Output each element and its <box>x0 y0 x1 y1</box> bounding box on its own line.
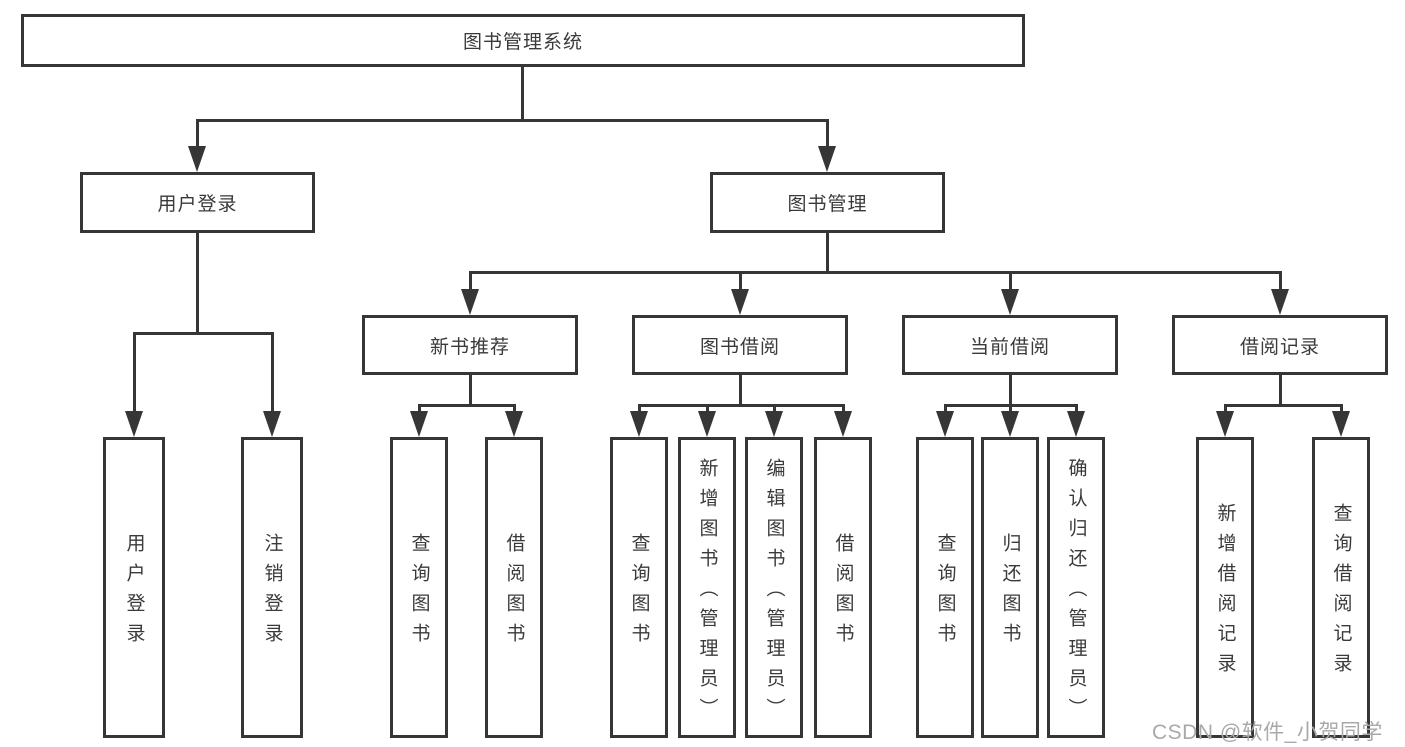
arrow-down-icon <box>1216 411 1234 437</box>
arrow-down-icon <box>461 289 479 315</box>
connector-line <box>469 271 472 291</box>
connector-line <box>739 271 742 291</box>
node-label: 当前借阅 <box>969 336 1050 358</box>
node-label: 用户登录 <box>123 533 145 653</box>
connector-line <box>196 119 199 150</box>
connector-line <box>826 119 829 150</box>
leaf-search-books-2: 查询图书 <box>610 437 668 738</box>
connector-line <box>469 375 472 407</box>
node-label: 查询图书 <box>408 533 430 653</box>
arrow-down-icon <box>731 289 749 315</box>
node-label: 查询借阅记录 <box>1330 503 1352 683</box>
node-borrow-records: 借阅记录 <box>1172 315 1388 375</box>
connector-line <box>1009 375 1012 407</box>
leaf-edit-books-admin: 编辑图书（管理员） <box>745 437 803 738</box>
node-book-management: 图书管理 <box>710 172 945 233</box>
node-label: 注销登录 <box>261 533 283 653</box>
connector-line <box>1009 271 1012 291</box>
connector-line <box>133 332 136 414</box>
arrow-down-icon <box>698 411 716 437</box>
connector-line <box>133 332 274 335</box>
connector-line <box>1340 404 1343 414</box>
arrow-down-icon <box>936 411 954 437</box>
arrow-down-icon <box>505 411 523 437</box>
connector-line <box>196 119 829 122</box>
connector-line <box>271 332 274 414</box>
connector-line <box>1009 404 1012 414</box>
node-label: 确认归还（管理员） <box>1065 458 1087 728</box>
connector-line <box>826 233 829 273</box>
leaf-search-borrow-record: 查询借阅记录 <box>1312 437 1370 738</box>
csdn-watermark: CSDN @软件_小贺同学 <box>1152 721 1383 744</box>
arrow-down-icon <box>630 411 648 437</box>
connector-line <box>1224 404 1227 414</box>
connector-line <box>418 404 515 407</box>
node-label: 图书借阅 <box>699 336 780 358</box>
leaf-logout: 注销登录 <box>241 437 303 738</box>
node-label: 借阅记录 <box>1239 336 1320 358</box>
node-label: 新增借阅记录 <box>1214 503 1236 683</box>
node-label: 借阅图书 <box>832 533 854 653</box>
connector-line <box>773 404 776 414</box>
node-label: 用户登录 <box>157 194 238 215</box>
node-new-book-recommend: 新书推荐 <box>362 315 578 375</box>
connector-line <box>739 375 742 407</box>
arrow-down-icon <box>1271 289 1289 315</box>
arrow-down-icon <box>1332 411 1350 437</box>
node-label: 编辑图书（管理员） <box>763 458 785 728</box>
connector-line <box>706 404 709 414</box>
arrow-down-icon <box>188 146 206 172</box>
connector-line <box>1279 375 1282 407</box>
node-label: 查询图书 <box>628 533 650 653</box>
connector-line <box>1075 404 1078 414</box>
leaf-user-login: 用户登录 <box>103 437 165 738</box>
arrow-down-icon <box>263 411 281 437</box>
arrow-down-icon <box>765 411 783 437</box>
connector-line <box>842 404 845 414</box>
node-book-borrow: 图书借阅 <box>632 315 848 375</box>
leaf-confirm-return-admin: 确认归还（管理员） <box>1047 437 1105 738</box>
connector-line <box>521 67 524 121</box>
node-current-borrow: 当前借阅 <box>902 315 1118 375</box>
connector-line <box>638 404 641 414</box>
node-label: 查询图书 <box>934 533 956 653</box>
connector-line <box>469 271 1281 274</box>
node-label: 借阅图书 <box>503 533 525 653</box>
node-label: 归还图书 <box>999 533 1021 653</box>
arrow-down-icon <box>834 411 852 437</box>
connector-line <box>1224 404 1343 407</box>
connector-line <box>944 404 947 414</box>
leaf-borrow-books-1: 借阅图书 <box>485 437 543 738</box>
node-label: 新增图书（管理员） <box>696 458 718 728</box>
arrow-down-icon <box>1067 411 1085 437</box>
node-label: 图书管理 <box>787 194 868 215</box>
leaf-return-books: 归还图书 <box>981 437 1039 738</box>
arrow-down-icon <box>1001 289 1019 315</box>
node-user-login: 用户登录 <box>80 172 315 233</box>
arrow-down-icon <box>1001 411 1019 437</box>
connector-line <box>513 404 516 414</box>
leaf-borrow-books-2: 借阅图书 <box>814 437 872 738</box>
arrow-down-icon <box>818 146 836 172</box>
leaf-add-borrow-record: 新增借阅记录 <box>1196 437 1254 738</box>
node-label: 图书管理系统 <box>462 32 583 53</box>
leaf-add-books-admin: 新增图书（管理员） <box>678 437 736 738</box>
leaf-search-books-1: 查询图书 <box>390 437 448 738</box>
connector-line <box>196 233 199 335</box>
connector-line <box>638 404 844 407</box>
connector-line <box>418 404 421 414</box>
node-library-system: 图书管理系统 <box>21 14 1025 67</box>
connector-line <box>1279 271 1282 291</box>
arrow-down-icon <box>410 411 428 437</box>
leaf-search-books-3: 查询图书 <box>916 437 974 738</box>
arrow-down-icon <box>125 411 143 437</box>
node-label: 新书推荐 <box>429 336 510 358</box>
